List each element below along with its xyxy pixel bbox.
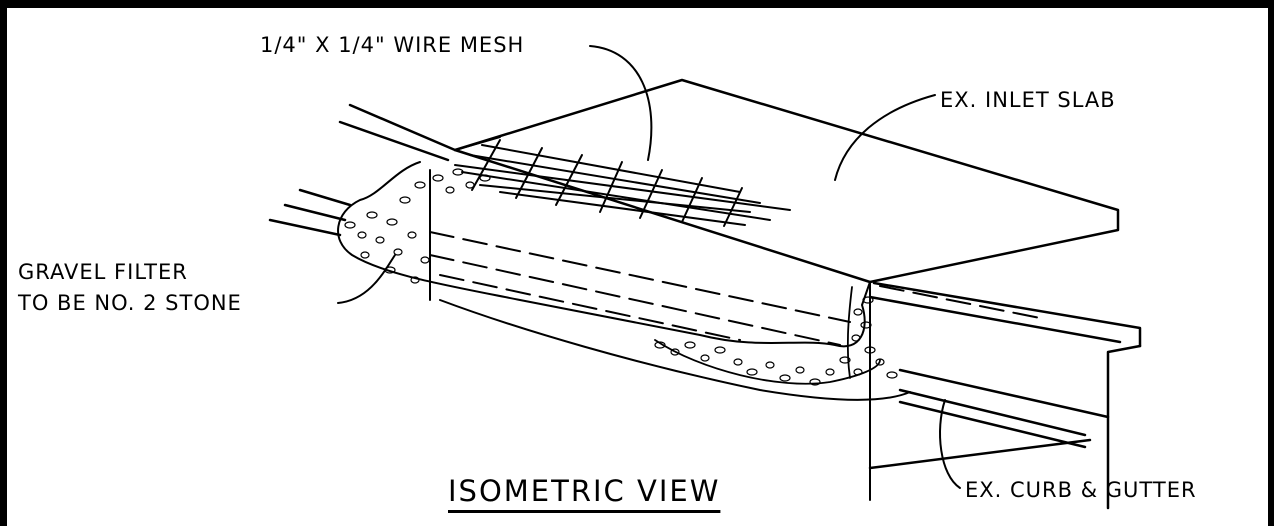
curb-gutter-label: EX. CURB & GUTTER: [965, 478, 1197, 502]
wire-mesh-label: 1/4" X 1/4" WIRE MESH: [260, 33, 525, 57]
gravel-filter-label-line2: TO BE NO. 2 STONE: [18, 291, 242, 315]
inlet-slab-label: EX. INLET SLAB: [940, 88, 1116, 112]
gravel-filter-label-line1: GRAVEL FILTER: [18, 260, 188, 284]
gravel-filter: [337, 161, 911, 401]
wire-mesh: [454, 136, 791, 227]
street-lines: [268, 103, 1087, 449]
leader-lines: [337, 45, 961, 489]
curb-gutter: [868, 281, 1142, 510]
inlet-slab: [453, 78, 1120, 501]
view-title: ISOMETRIC VIEW: [448, 474, 721, 508]
hidden-lines: [429, 231, 1041, 346]
